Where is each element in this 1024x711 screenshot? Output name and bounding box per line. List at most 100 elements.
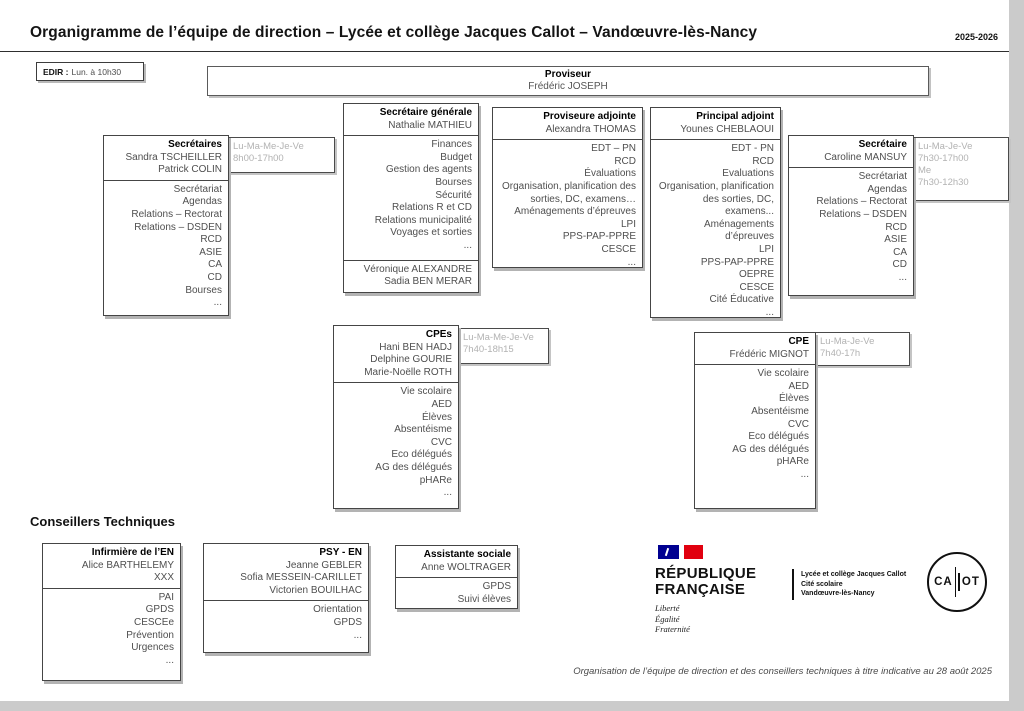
duty-item: Orientation <box>313 604 362 616</box>
duty-item: AG des délégués <box>375 461 452 473</box>
duty-item: GPDS <box>145 604 174 616</box>
duty-item: Gestion des agents <box>385 164 472 176</box>
orgbox-title: Secrétaire générale <box>379 107 472 118</box>
edir-label: EDIR : <box>43 66 69 77</box>
duty-item: Secrétariat <box>173 183 222 195</box>
duty-item: Relations – DSDEN <box>134 221 222 233</box>
edir-meeting-note: EDIR : Lun. à 10h30 <box>36 62 144 81</box>
duty-item: Évaluations <box>584 168 636 180</box>
duty-item: pHARe <box>419 474 452 486</box>
duty-item: Evaluations <box>722 168 774 180</box>
duty-item: Aménagements d’épreuves <box>703 218 774 243</box>
hours-line: 7h30-12h30 <box>918 177 969 188</box>
orgbox-header: Secrétaire Caroline MANSUY <box>789 136 913 169</box>
duty-item: Finances <box>431 139 472 151</box>
person-name: Younes CHEBLAOUI <box>680 123 774 135</box>
person-name: Caroline MANSUY <box>824 151 907 163</box>
duty-item: Urgences <box>131 642 174 654</box>
person-name: Jeanne GEBLER <box>285 559 362 571</box>
duty-item: Secrétariat <box>858 171 907 183</box>
duty-item: Relations – DSDEN <box>819 208 907 220</box>
person-name: Alexandra THOMAS <box>545 123 636 135</box>
duty-item: CD <box>892 259 907 271</box>
republique-wordmark-line1: RÉPUBLIQUE <box>655 565 757 582</box>
duty-item: ... <box>165 654 174 666</box>
motto-line: Liberté <box>655 603 680 613</box>
duty-item: Agendas <box>182 196 222 208</box>
french-flag-icon <box>658 545 705 559</box>
orgbox-header: Proviseure adjointe Alexandra THOMAS <box>493 108 642 141</box>
person-name: Véronique ALEXANDRE <box>363 263 472 275</box>
hours-line: 7h40-17h <box>820 348 861 359</box>
person-name: Frédéric MIGNOT <box>729 348 809 360</box>
orgbox-principal-adjoint: Principal adjoint Younes CHEBLAOUI EDT -… <box>650 107 781 318</box>
duty-item: CESCE <box>601 243 636 255</box>
orgbox-title: Proviseur <box>544 68 592 80</box>
orgbox-header: Assistante sociale Anne WOLTRAGER <box>396 546 517 579</box>
duty-item: AG des délégués <box>732 443 809 455</box>
flag-white-block <box>679 545 684 559</box>
person-name: Sandra TSCHEILLER <box>125 151 222 163</box>
duty-item: Élèves <box>778 393 809 405</box>
orgbox-people: Alexandra THOMAS <box>497 124 636 137</box>
orgbox-header: CPE Frédéric MIGNOT <box>695 333 815 366</box>
duty-item: ... <box>898 271 907 283</box>
person-name: Victorien BOUILHAC <box>269 584 362 596</box>
hours-line: Me <box>918 165 932 176</box>
orgbox-title: PSY - EN <box>319 547 362 558</box>
duty-item: Élèves <box>421 411 452 423</box>
orgbox-people: Anne WOLTRAGER <box>400 562 511 575</box>
duty-item: CA <box>893 246 907 258</box>
orgbox-title: Secrétaires <box>168 139 222 150</box>
callot-logo-text-left: CA <box>934 576 953 588</box>
duty-item: CVC <box>787 418 809 430</box>
duty-item: ... <box>353 629 362 641</box>
person-name: Nathalie MATHIEU <box>388 119 472 131</box>
marianne-mark <box>664 547 670 557</box>
duty-item: LPI <box>620 218 636 230</box>
duty-item: CESCE <box>739 281 774 293</box>
duty-item: Relations – Rectorat <box>131 208 222 220</box>
hours-line: Lu-Ma-Je-Ve <box>820 336 875 347</box>
hours-line: 7h40-18h15 <box>463 344 514 355</box>
duty-item: Vie scolaire <box>757 368 809 380</box>
person-name: Alice BARTHELEMY <box>81 559 174 571</box>
document-page: Organigramme de l’équipe de direction – … <box>0 0 1009 701</box>
orgbox-header: Principal adjoint Younes CHEBLAOUI <box>651 108 780 141</box>
school-block-divider <box>792 569 794 600</box>
person-name: Sofia MESSEIN-CARILLET <box>240 572 362 584</box>
duty-item: GPDS <box>482 581 511 593</box>
orgbox-people: Caroline MANSUY <box>793 152 907 165</box>
duty-item: Budget <box>440 151 472 163</box>
callot-logo: CA OT <box>927 552 987 612</box>
orgbox-secretaire-generale: Secrétaire générale Nathalie MATHIEU Fin… <box>343 103 479 293</box>
hours-line: 8h00-17h00 <box>233 153 284 164</box>
duty-item: pHARe <box>776 456 809 468</box>
duty-item: PAI <box>158 591 174 603</box>
duty-item: EDT – PN <box>591 143 636 155</box>
duty-item: RCD <box>752 155 774 167</box>
duty-item: Organisation, planification des sorties,… <box>658 180 774 218</box>
duty-item: Aménagements d’épreuves <box>514 206 636 218</box>
duty-item: RCD <box>200 234 222 246</box>
duty-item: ... <box>443 487 452 499</box>
duty-item: AED <box>788 380 809 392</box>
duty-item: Eco délégués <box>748 431 809 443</box>
footer-note: Organisation de l’équipe de direction et… <box>573 666 992 677</box>
person-name: Anne WOLTRAGER <box>421 561 511 573</box>
